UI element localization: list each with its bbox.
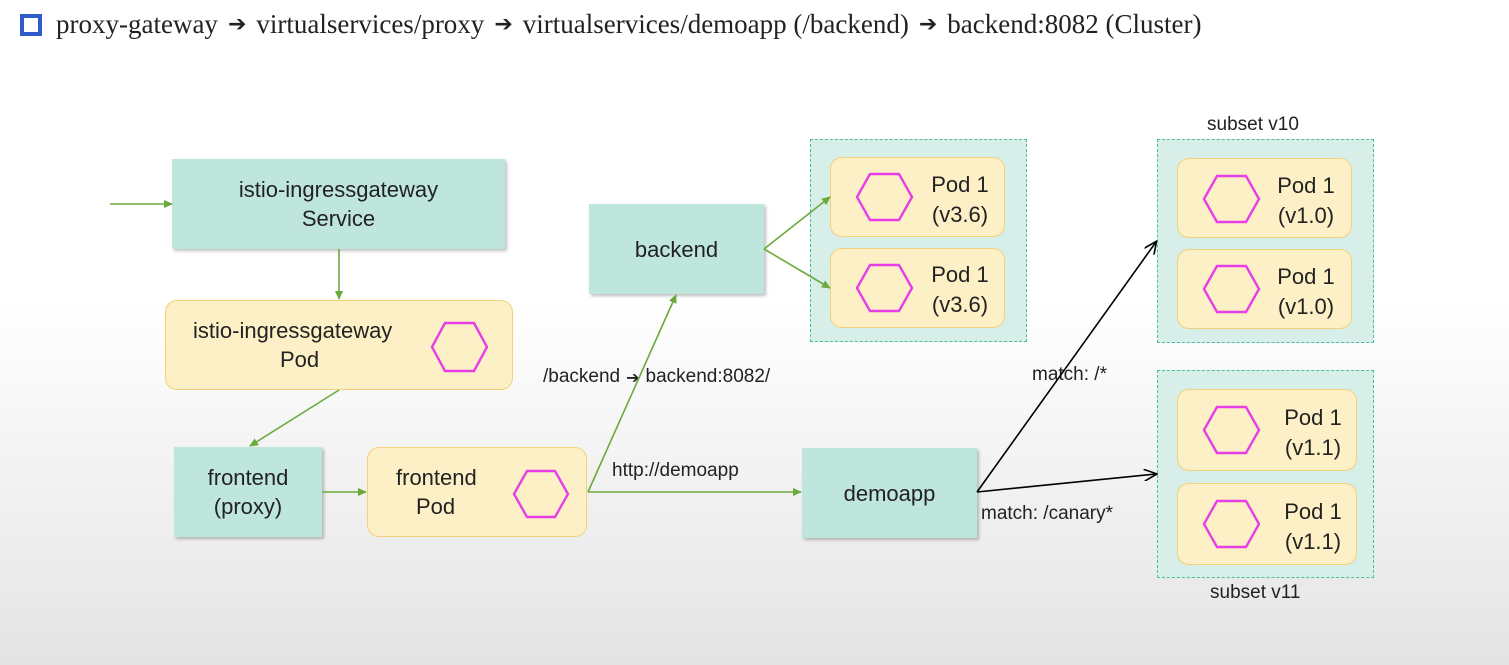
ingress-gateway-pod: istio-ingressgateway Pod bbox=[165, 300, 513, 390]
backend-to-pod1-arrow bbox=[763, 196, 831, 250]
v11-pod-2-label: Pod 1 (v1.1) bbox=[1277, 497, 1349, 557]
pod-name: Pod 1 bbox=[931, 262, 989, 287]
edge-label-backend-route: /backend ➔ backend:8082/ bbox=[543, 366, 770, 388]
hexagon-icon bbox=[1202, 174, 1261, 224]
backend-pod-2-label: Pod 1 (v3.6) bbox=[925, 260, 995, 320]
pod-version: (v1.0) bbox=[1277, 294, 1335, 319]
pod-version: (v1.0) bbox=[1277, 203, 1335, 228]
right-arrow-icon: ➔ bbox=[626, 367, 640, 387]
edge-label-backend-path: /backend bbox=[543, 366, 621, 387]
demoapp-to-v11-arrow bbox=[976, 474, 1156, 493]
hexagon-icon bbox=[430, 321, 489, 373]
edge-label-http-demoapp: http://demoapp bbox=[612, 460, 739, 481]
demoapp-service-name: demoapp bbox=[843, 480, 936, 506]
pod-name: Pod 1 bbox=[1277, 173, 1335, 198]
v10-pod-2-label: Pod 1 (v1.0) bbox=[1270, 262, 1342, 322]
backend-service: backend bbox=[589, 204, 764, 294]
demoapp-service: demoapp bbox=[802, 448, 977, 538]
header-segment-gateway: proxy-gateway bbox=[56, 8, 218, 39]
right-arrow-icon: ➔ bbox=[918, 11, 938, 37]
frontend-pod-kind: Pod bbox=[416, 494, 456, 519]
frontend-service-name: frontend bbox=[207, 465, 289, 490]
pod-version: (v3.6) bbox=[931, 292, 989, 317]
backend-pod-1 bbox=[830, 157, 1005, 237]
subset-v11-label: subset v11 bbox=[1210, 582, 1301, 603]
header-segment-vs-proxy: virtualservices/proxy bbox=[256, 8, 485, 39]
header-segment-vs-demoapp: virtualservices/demoapp (/backend) bbox=[522, 8, 909, 39]
ingress-gateway-service: istio-ingressgateway Service bbox=[172, 159, 505, 249]
ingress-service-kind: Service bbox=[301, 206, 376, 231]
v11-pod-1-label: Pod 1 (v1.1) bbox=[1277, 403, 1349, 463]
subset-v10-label: subset v10 bbox=[1207, 114, 1299, 135]
right-arrow-icon: ➔ bbox=[227, 11, 247, 37]
right-arrow-icon: ➔ bbox=[494, 11, 513, 37]
pod-name: Pod 1 bbox=[1284, 405, 1342, 430]
hexagon-icon bbox=[1202, 405, 1261, 455]
hexagon-icon bbox=[855, 172, 914, 222]
pod-version: (v1.1) bbox=[1284, 529, 1342, 554]
page-title: proxy-gateway ➔ virtualservices/proxy ➔ … bbox=[20, 4, 1201, 44]
v10-pod-1 bbox=[1177, 158, 1352, 238]
edge-label-backend-target: backend:8082/ bbox=[645, 366, 771, 387]
pod-name: Pod 1 bbox=[931, 172, 989, 197]
backend-pod-1-label: Pod 1 (v3.6) bbox=[925, 170, 995, 230]
frontend-proxy-service: frontend (proxy) bbox=[174, 447, 322, 537]
v11-pod-1 bbox=[1177, 389, 1357, 471]
backend-pod-2 bbox=[830, 248, 1005, 328]
demoapp-to-v10-arrow bbox=[976, 242, 1156, 493]
v11-pod-2 bbox=[1177, 483, 1357, 565]
ingress-service-name: istio-ingressgateway bbox=[238, 177, 439, 202]
header-segment-cluster: backend:8082 (Cluster) bbox=[947, 8, 1202, 39]
backend-service-name: backend bbox=[634, 236, 719, 262]
v10-pod-1-label: Pod 1 (v1.0) bbox=[1270, 171, 1342, 231]
ingress-pod-to-frontend-arrow bbox=[249, 389, 340, 447]
hexagon-icon bbox=[512, 469, 570, 519]
pod-name: Pod 1 bbox=[1277, 264, 1335, 289]
pod-version: (v3.6) bbox=[931, 202, 989, 227]
edge-label-match-canary: match: /canary* bbox=[981, 503, 1113, 524]
hexagon-icon bbox=[1202, 264, 1261, 314]
hexagon-icon bbox=[1202, 499, 1261, 549]
frontend-pod-to-backend-arrow bbox=[587, 294, 677, 493]
ingress-pod-kind: Pod bbox=[280, 347, 320, 372]
pod-version: (v1.1) bbox=[1284, 435, 1342, 460]
hexagon-icon bbox=[855, 263, 914, 313]
backend-to-pod2-arrow bbox=[763, 248, 831, 289]
v10-pod-2 bbox=[1177, 249, 1352, 329]
frontend-pod: frontend Pod bbox=[367, 447, 587, 537]
edge-label-match-all: match: /* bbox=[1032, 364, 1107, 385]
square-bullet-icon bbox=[20, 14, 42, 36]
pod-name: Pod 1 bbox=[1284, 499, 1342, 524]
frontend-pod-name: frontend bbox=[396, 465, 477, 490]
frontend-service-kind: (proxy) bbox=[213, 494, 283, 519]
ingress-pod-name: istio-ingressgateway bbox=[193, 318, 393, 343]
